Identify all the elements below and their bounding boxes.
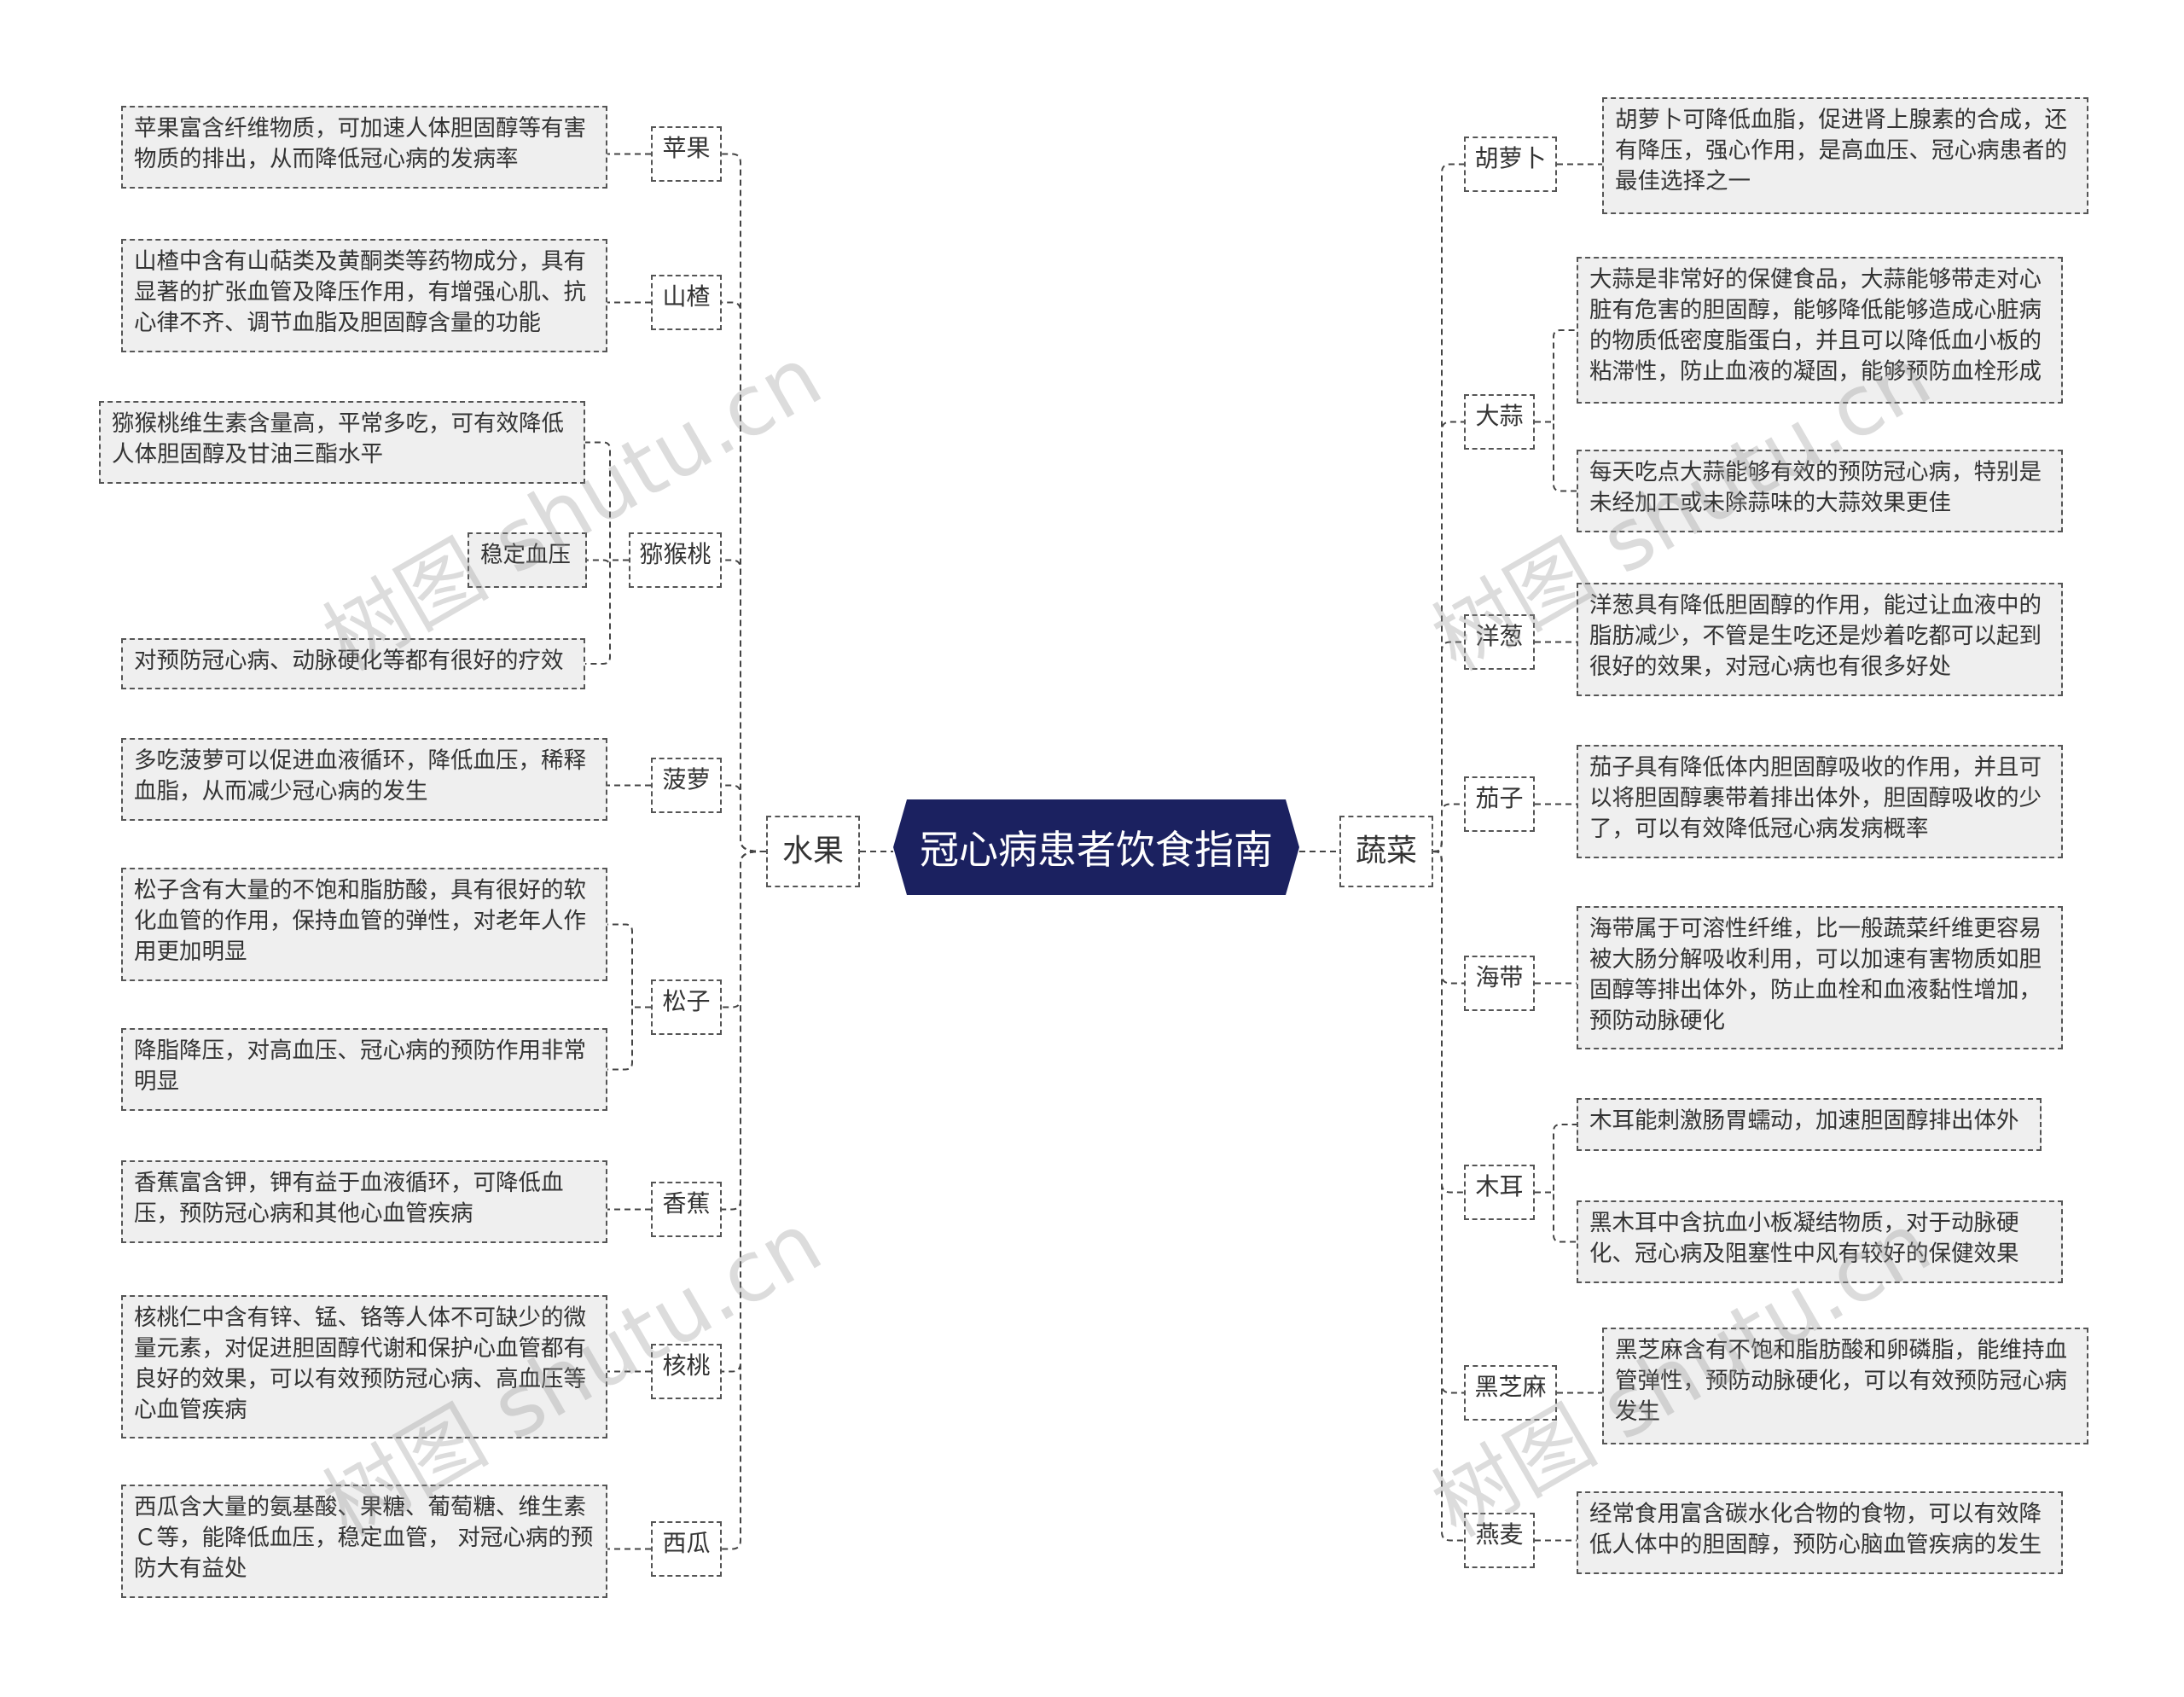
vegetable-detail-node: 洋葱具有降低胆固醇的作用，能过让血液中的脂肪减少，不管是生吃还是炒着吃都可以起到… [1577,583,2063,696]
root-node[interactable]: 冠心病患者饮食指南 [920,827,1273,873]
vegetable-detail-node: 黑芝麻含有不饱和脂肪酸和卵磷脂，能维持血管弹性，预防动脉硬化，可以有效预防冠心病… [1602,1328,2088,1444]
fruit-item-node[interactable]: 猕猴桃 [629,532,722,588]
fruit-detail-node: 核桃仁中含有锌、锰、铬等人体不可缺少的微量元素，对促进胆固醇代谢和保护心血管都有… [121,1295,607,1438]
fruit-item-node[interactable]: 菠萝 [651,758,722,813]
vegetable-item-node[interactable]: 木耳 [1464,1165,1535,1220]
fruit-item-node[interactable]: 香蕉 [651,1182,722,1237]
connector [1535,421,1577,492]
connector [722,851,767,1373]
fruit-detail-node: 山楂中含有山萜类及黄酮类等药物成分，具有显著的扩张血管及降压作用，有增强心肌、抗… [121,239,607,352]
vegetable-item-node[interactable]: 海带 [1464,956,1535,1011]
fruit-detail-node: 香蕉富含钾，钾有益于血液循环，可降低血压，预防冠心病和其他心血管疾病 [121,1160,607,1243]
connector [722,851,767,1008]
connector [722,784,767,852]
connector [587,559,629,567]
fruit-item-node[interactable]: 西瓜 [651,1521,722,1577]
fruit-item-node[interactable]: 松子 [651,979,722,1035]
vegetable-detail-node: 经常食用富含碳水化合物的食物，可以有效降低人体中的胆固醇，预防心脑血管疾病的发生 [1577,1491,2063,1574]
connector [585,441,629,561]
connector [1432,851,1464,985]
vegetable-detail-node: 海带属于可溶性纤维，比一般蔬菜纤维更容易被大肠分解吸收利用，可以加速有害物质如胆… [1577,906,2063,1049]
connector [722,153,767,852]
vegetable-detail-node: 黑木耳中含抗血小板凝结物质，对于动脉硬化、冠心病及阻塞性中风有较好的保健效果 [1577,1200,2063,1283]
connector [1432,851,1464,1394]
vegetable-item-node[interactable]: 洋葱 [1464,614,1535,670]
fruit-detail-node: 稳定血压 [468,532,587,588]
connector [1432,421,1464,852]
connector [607,923,651,1008]
connector [1432,803,1464,852]
connector [607,1006,651,1071]
connector [722,301,767,852]
fruit-category[interactable]: 水果 [766,816,860,887]
vegetable-detail-node: 胡萝卜可降低血脂，促进肾上腺素的合成，还有降压，强心作用，是高血压、冠心病患者的… [1602,97,2088,214]
connector [1432,851,1464,1194]
connector [1535,1191,1577,1243]
vegetable-item-node[interactable]: 黑芝麻 [1464,1365,1557,1421]
connector [722,851,767,1550]
fruit-detail-node: 对预防冠心病、动脉硬化等都有很好的疗效 [121,638,585,689]
vegetable-detail-node: 木耳能刺激肠胃蠕动，加速胆固醇排出体外 [1577,1098,2042,1151]
vegetable-category[interactable]: 蔬菜 [1339,816,1433,887]
connector [1432,163,1464,852]
connector [722,851,767,1211]
fruit-detail-node: 猕猴桃维生素含量高，平常多吃，可有效降低人体胆固醇及甘油三酯水平 [99,401,585,484]
root-node-shape [893,799,1299,895]
fruit-item-node[interactable]: 山楂 [651,275,722,330]
connector [1432,851,1464,1542]
vegetable-item-node[interactable]: 茄子 [1464,776,1535,832]
fruit-detail-node: 西瓜含大量的氨基酸、果糖、葡萄糖、维生素Ｃ等，能降低血压，稳定血管， 对冠心病的… [121,1485,607,1598]
fruit-detail-node: 降脂降压，对高血压、冠心病的预防作用非常明显 [121,1028,607,1111]
vegetable-item-node[interactable]: 燕麦 [1464,1513,1535,1568]
fruit-detail-node: 松子含有大量的不饱和脂肪酸，具有很好的软化血管的作用，保持血管的弹性，对老年人作… [121,868,607,981]
connector [1535,329,1577,423]
connector [1535,1124,1577,1194]
connector [585,559,629,665]
vegetable-detail-node: 每天吃点大蒜能够有效的预防冠心病，特别是未经加工或未除蒜味的大蒜效果更佳 [1577,450,2063,532]
connector [1432,641,1464,852]
vegetable-detail-node: 茄子具有降低体内胆固醇吸收的作用，并且可以将胆固醇裹带着排出体外，胆固醇吸收的少… [1577,745,2063,858]
vegetable-item-node[interactable]: 胡萝卜 [1464,137,1557,192]
fruit-detail-node: 多吃菠萝可以促进血液循环，降低血压，稀释血脂，从而减少冠心病的发生 [121,738,607,821]
connector [722,559,767,852]
fruit-item-node[interactable]: 苹果 [651,126,722,182]
vegetable-detail-node: 大蒜是非常好的保健食品，大蒜能够带走对心脏有危害的胆固醇，能够降低能够造成心脏病… [1577,257,2063,404]
fruit-item-node[interactable]: 核桃 [651,1344,722,1399]
fruit-detail-node: 苹果富含纤维物质，可加速人体胆固醇等有害物质的排出，从而降低冠心病的发病率 [121,106,607,189]
vegetable-item-node[interactable]: 大蒜 [1464,394,1535,450]
